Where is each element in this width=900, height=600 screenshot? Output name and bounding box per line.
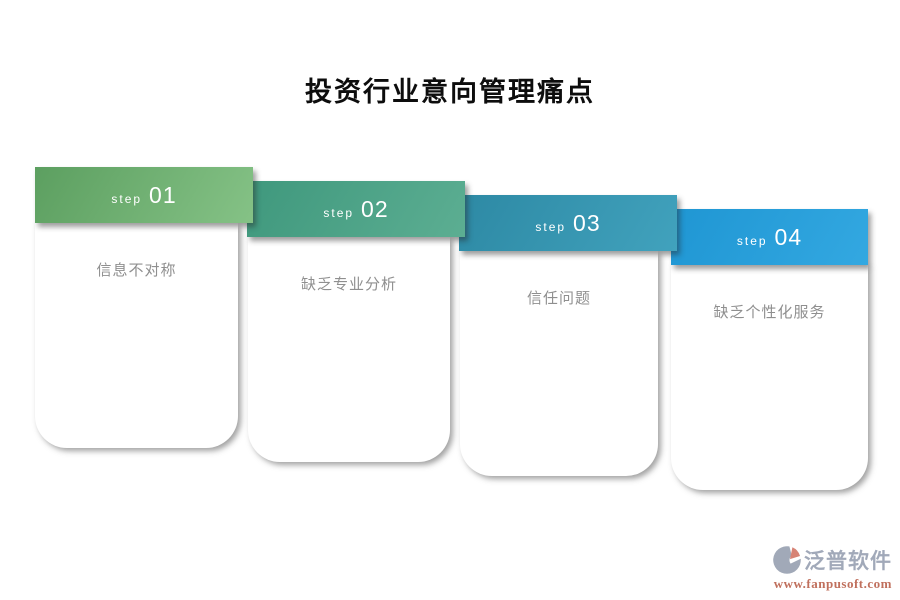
step-word: step <box>535 219 567 234</box>
step-number: 01 <box>149 181 177 208</box>
brand-website: www.fanpusoft.com <box>773 576 892 591</box>
step-number: 04 <box>774 223 803 250</box>
step-card-2-pain-text: 缺乏专业分析 <box>300 276 397 293</box>
step-card-4-body: 缺乏个性化服务 <box>671 265 868 490</box>
step-word: step <box>736 233 768 248</box>
fanpu-logo-icon <box>773 546 801 574</box>
step-card-2-body: 缺乏专业分析 <box>248 237 450 462</box>
step-card-4-pain-text: 缺乏个性化服务 <box>713 304 826 321</box>
step-number: 02 <box>361 195 389 222</box>
step-number: 03 <box>573 209 601 236</box>
page-title: 投资行业意向管理痛点 <box>305 77 595 107</box>
step-card-3-header: step 03 <box>459 195 677 251</box>
brand-watermark: 泛普软件 www.fanpusoft.com <box>772 545 892 592</box>
step-card-3-pain-text: 信任问题 <box>526 290 591 307</box>
step-card-1-body: 信息不对称 <box>35 223 238 448</box>
step-card-1-header: step 01 <box>35 167 253 223</box>
step-card-3-body: 信任问题 <box>460 251 658 476</box>
step-card-3-label: step 03 <box>535 210 600 237</box>
step-card-1-pain-text: 信息不对称 <box>96 262 177 279</box>
step-word: step <box>323 205 355 220</box>
brand-name: 泛普软件 <box>804 550 892 573</box>
step-card-4-label: step 04 <box>737 224 802 251</box>
step-card-1-label: step 01 <box>111 182 176 209</box>
step-word: step <box>111 191 143 206</box>
step-card-4-header: step 04 <box>671 209 868 265</box>
step-card-2-header: step 02 <box>247 181 465 237</box>
step-card-2-label: step 02 <box>323 196 388 223</box>
